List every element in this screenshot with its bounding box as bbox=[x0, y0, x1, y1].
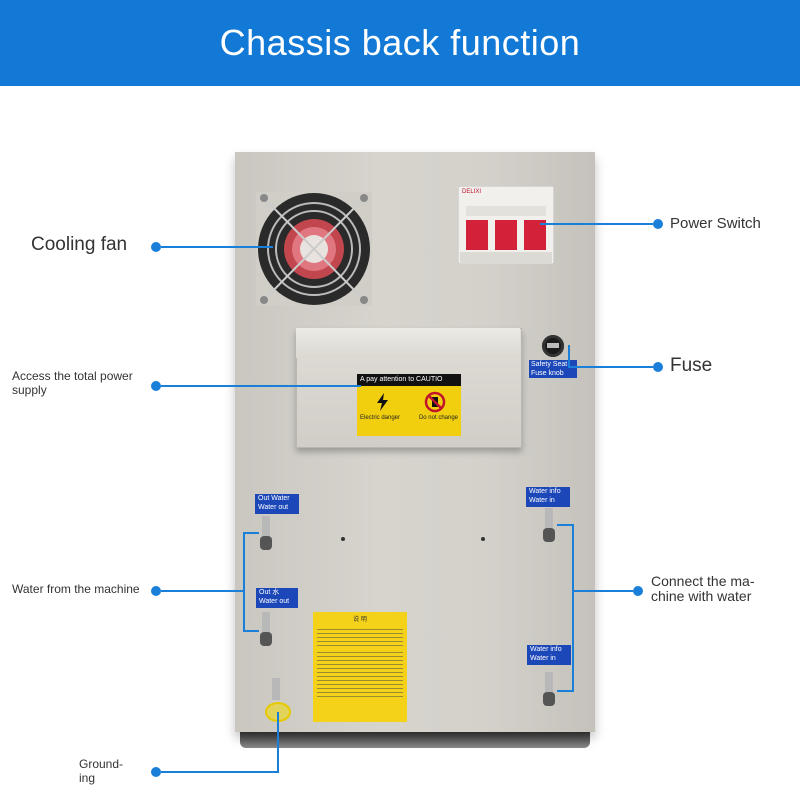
header-banner: Chassis back function bbox=[0, 0, 800, 86]
caution-left-text: Electric danger bbox=[360, 415, 401, 421]
water-out-nozzle-upper[interactable] bbox=[258, 516, 274, 550]
cooling-fan-dot bbox=[151, 242, 161, 252]
grounding-label-line2: ing bbox=[79, 771, 96, 785]
fuse-dot bbox=[653, 362, 663, 372]
connect-water-label-line1: Connect the ma- bbox=[651, 573, 755, 589]
power-switch-label: Power Switch bbox=[670, 215, 761, 232]
connect-water-label: Connect the ma- chine with water bbox=[651, 574, 755, 604]
water-from-machine-bracket bbox=[243, 532, 245, 632]
fuse-tag-line1: Safety Seat bbox=[531, 361, 568, 368]
water-from-machine-label: Water from the machine bbox=[12, 582, 140, 596]
access-power-dot bbox=[151, 381, 161, 391]
water-from-machine-leader bbox=[161, 590, 244, 592]
water-out-tag-upper-line2: Water out bbox=[258, 504, 289, 511]
caution-header: A pay attention to CAUTIO bbox=[357, 374, 461, 386]
cooling-fan-image bbox=[256, 192, 372, 306]
grounding-leader-vertical bbox=[277, 712, 279, 773]
panel-hole bbox=[481, 537, 485, 541]
water-in-tag-upper: Water info Water in bbox=[526, 487, 570, 507]
fuse-label: Fuse bbox=[670, 355, 713, 376]
access-power-leader bbox=[161, 385, 361, 387]
access-power-label: Access the total power supply bbox=[12, 369, 133, 397]
fuse-knob[interactable] bbox=[542, 335, 564, 357]
connect-water-bracket-top bbox=[557, 524, 574, 526]
grounding-label: Ground- ing bbox=[79, 757, 123, 785]
water-out-tag-upper: Out Water Water out bbox=[255, 494, 299, 514]
access-power-label-line1: Access the total power bbox=[12, 369, 133, 383]
water-out-tag-lower-line2: Water out bbox=[259, 598, 290, 605]
cooling-fan-label: Cooling fan bbox=[31, 234, 128, 255]
water-out-tag-upper-line1: Out Water bbox=[258, 495, 290, 502]
page-title: Chassis back function bbox=[219, 22, 581, 63]
water-in-tag-lower: Water info Water in bbox=[527, 645, 571, 665]
water-in-nozzle-lower[interactable] bbox=[541, 672, 557, 706]
panel-hole bbox=[341, 537, 345, 541]
instruction-diagram-area bbox=[317, 649, 403, 699]
connect-water-bracket bbox=[572, 524, 574, 692]
water-from-machine-bracket-bottom bbox=[243, 630, 259, 632]
grounding-label-line1: Ground- bbox=[79, 757, 124, 771]
fuse-leader-vertical bbox=[568, 345, 570, 367]
water-in-tag-lower-line1: Water info bbox=[530, 646, 562, 653]
connect-water-leader bbox=[574, 590, 633, 592]
power-access-box-lid bbox=[296, 328, 520, 358]
fuse-tag: Safety Seat Fuse knob bbox=[529, 360, 577, 378]
access-power-label-line2: supply bbox=[12, 383, 47, 397]
power-switch-dot bbox=[653, 219, 663, 229]
breaker-brand: DELIXI bbox=[462, 189, 482, 195]
caution-sticker: A pay attention to CAUTIO Electric dange… bbox=[357, 374, 461, 436]
water-out-tag-lower-line1: Out 水 bbox=[259, 589, 280, 596]
caution-right-text: Do not change bbox=[418, 415, 458, 421]
chassis-base-shadow bbox=[240, 732, 590, 748]
no-touch-icon bbox=[424, 391, 446, 413]
water-out-nozzle-lower[interactable] bbox=[258, 612, 274, 646]
connect-water-dot bbox=[633, 586, 643, 596]
power-switch-breaker-image bbox=[458, 186, 554, 264]
connect-water-bracket-bottom bbox=[557, 690, 574, 692]
fuse-leader-horizontal bbox=[568, 366, 653, 368]
grounding-leader bbox=[161, 771, 279, 773]
connect-water-label-line2: chine with water bbox=[651, 588, 752, 604]
instruction-sticker: 说 明 bbox=[313, 612, 407, 722]
water-from-machine-bracket-top bbox=[243, 532, 259, 534]
water-from-machine-dot bbox=[151, 586, 161, 596]
water-out-tag-lower: Out 水 Water out bbox=[256, 588, 298, 608]
fuse-tag-line2: Fuse knob bbox=[531, 370, 564, 377]
instruction-text-lines bbox=[317, 626, 403, 646]
instruction-sticker-heading: 说 明 bbox=[353, 617, 367, 623]
cooling-fan-leader bbox=[161, 246, 273, 248]
power-switch-leader bbox=[540, 223, 653, 225]
grounding-dot bbox=[151, 767, 161, 777]
water-in-nozzle-upper[interactable] bbox=[541, 508, 557, 542]
water-in-tag-lower-line2: Water in bbox=[530, 655, 556, 662]
water-in-tag-upper-line1: Water info bbox=[529, 488, 561, 495]
electric-hazard-icon bbox=[377, 393, 388, 411]
water-in-tag-upper-line2: Water in bbox=[529, 497, 555, 504]
grounding-bolt[interactable] bbox=[268, 678, 284, 712]
